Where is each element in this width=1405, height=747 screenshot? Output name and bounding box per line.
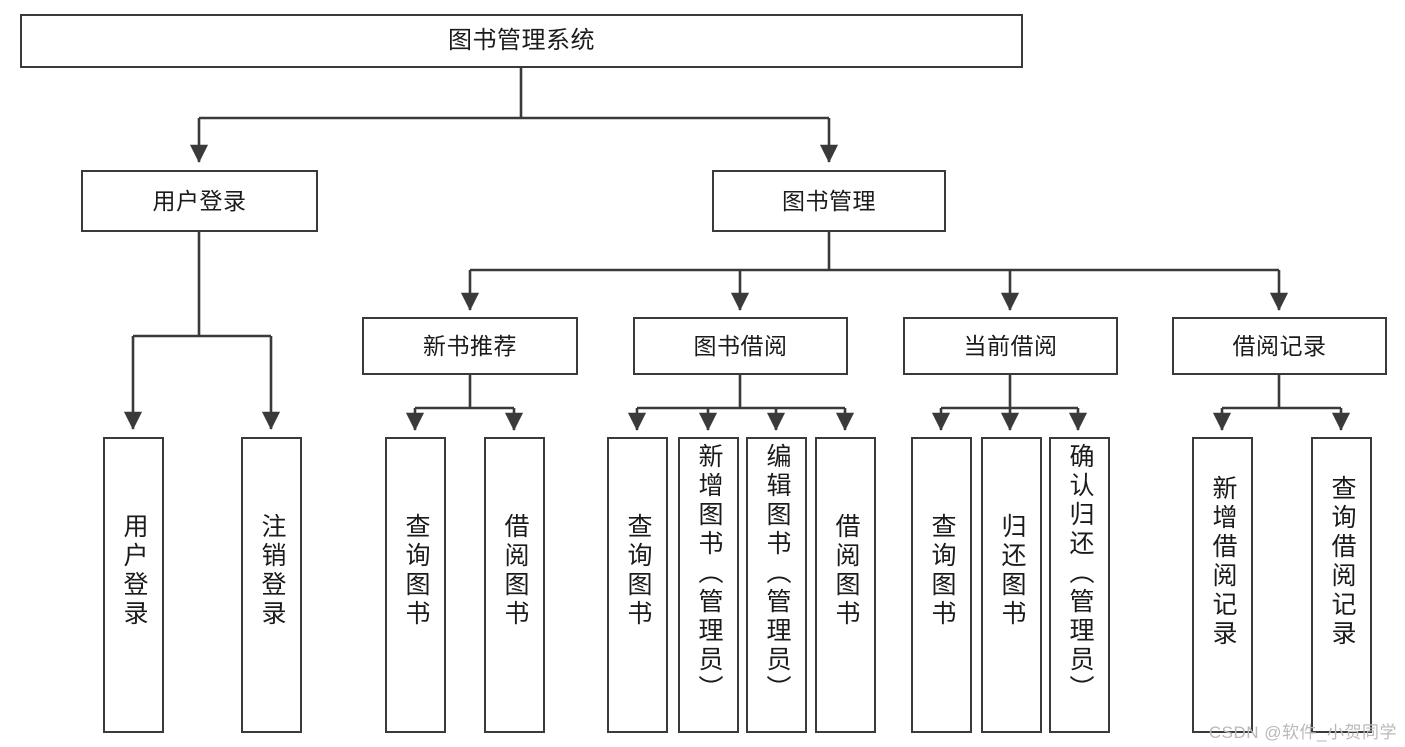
leaf-node-query-book-current[interactable]: 查询图书: [911, 437, 972, 733]
watermark-csdn: CSDN @软件_小贺同学: [1208, 723, 1397, 742]
node-root-book-management-system[interactable]: 图书管理系统: [20, 14, 1023, 68]
leaf-node-borrow-book-recommend[interactable]: 借阅图书: [484, 437, 545, 733]
node-label: 新增借阅记录: [1209, 475, 1237, 649]
leaf-node-borrow-book[interactable]: 借阅图书: [815, 437, 876, 733]
node-label: 新书推荐: [423, 332, 517, 359]
node-book-borrow[interactable]: 图书借阅: [633, 317, 848, 375]
leaf-node-query-borrow-record[interactable]: 查询借阅记录: [1311, 437, 1372, 733]
node-label: 注销登录: [258, 513, 286, 629]
node-label: 查询图书: [402, 513, 430, 629]
leaf-node-add-book[interactable]: 新增图书（管理员）: [678, 437, 739, 733]
node-borrow-record[interactable]: 借阅记录: [1172, 317, 1387, 375]
leaf-node-confirm-return[interactable]: 确认归还（管理员）: [1049, 437, 1110, 733]
node-label: 编辑图书（管理员）: [763, 443, 791, 704]
node-label: 新增图书（管理员）: [695, 443, 723, 704]
node-label: 用户登录: [152, 187, 247, 214]
node-label: 图书管理系统: [448, 27, 595, 55]
node-label: 归还图书: [998, 513, 1026, 629]
node-current-borrow[interactable]: 当前借阅: [903, 317, 1118, 375]
leaf-node-query-book-borrow[interactable]: 查询图书: [607, 437, 668, 733]
node-label: 借阅图书: [832, 513, 860, 629]
node-label: 查询图书: [928, 513, 956, 629]
leaf-node-user-login[interactable]: 用户登录: [103, 437, 164, 733]
node-label: 确认归还（管理员）: [1066, 443, 1094, 704]
leaf-node-edit-book[interactable]: 编辑图书（管理员）: [746, 437, 807, 733]
leaf-node-add-borrow-record[interactable]: 新增借阅记录: [1192, 437, 1253, 733]
node-label: 图书借阅: [693, 332, 788, 359]
node-label: 借阅图书: [501, 513, 529, 629]
node-label: 查询借阅记录: [1328, 475, 1356, 649]
node-new-book-recommend[interactable]: 新书推荐: [362, 317, 578, 375]
leaf-node-logout-login[interactable]: 注销登录: [241, 437, 302, 733]
node-label: 图书管理: [782, 187, 876, 214]
node-label: 当前借阅: [963, 332, 1058, 359]
node-book-manage[interactable]: 图书管理: [712, 170, 946, 232]
node-label: 查询图书: [624, 513, 652, 629]
leaf-node-query-book-recommend[interactable]: 查询图书: [385, 437, 446, 733]
node-label: 用户登录: [120, 513, 148, 629]
node-user-login[interactable]: 用户登录: [81, 170, 318, 232]
leaf-node-return-book[interactable]: 归还图书: [981, 437, 1042, 733]
node-label: 借阅记录: [1232, 332, 1327, 359]
